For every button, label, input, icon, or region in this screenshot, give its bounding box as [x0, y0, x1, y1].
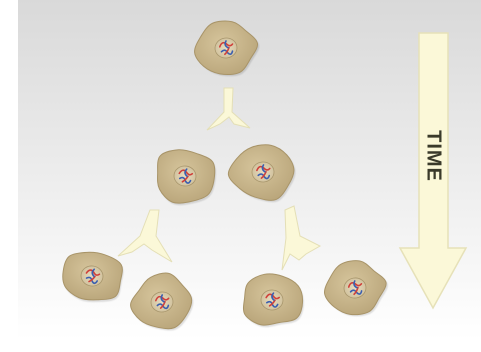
time-label: TIME [422, 130, 445, 182]
